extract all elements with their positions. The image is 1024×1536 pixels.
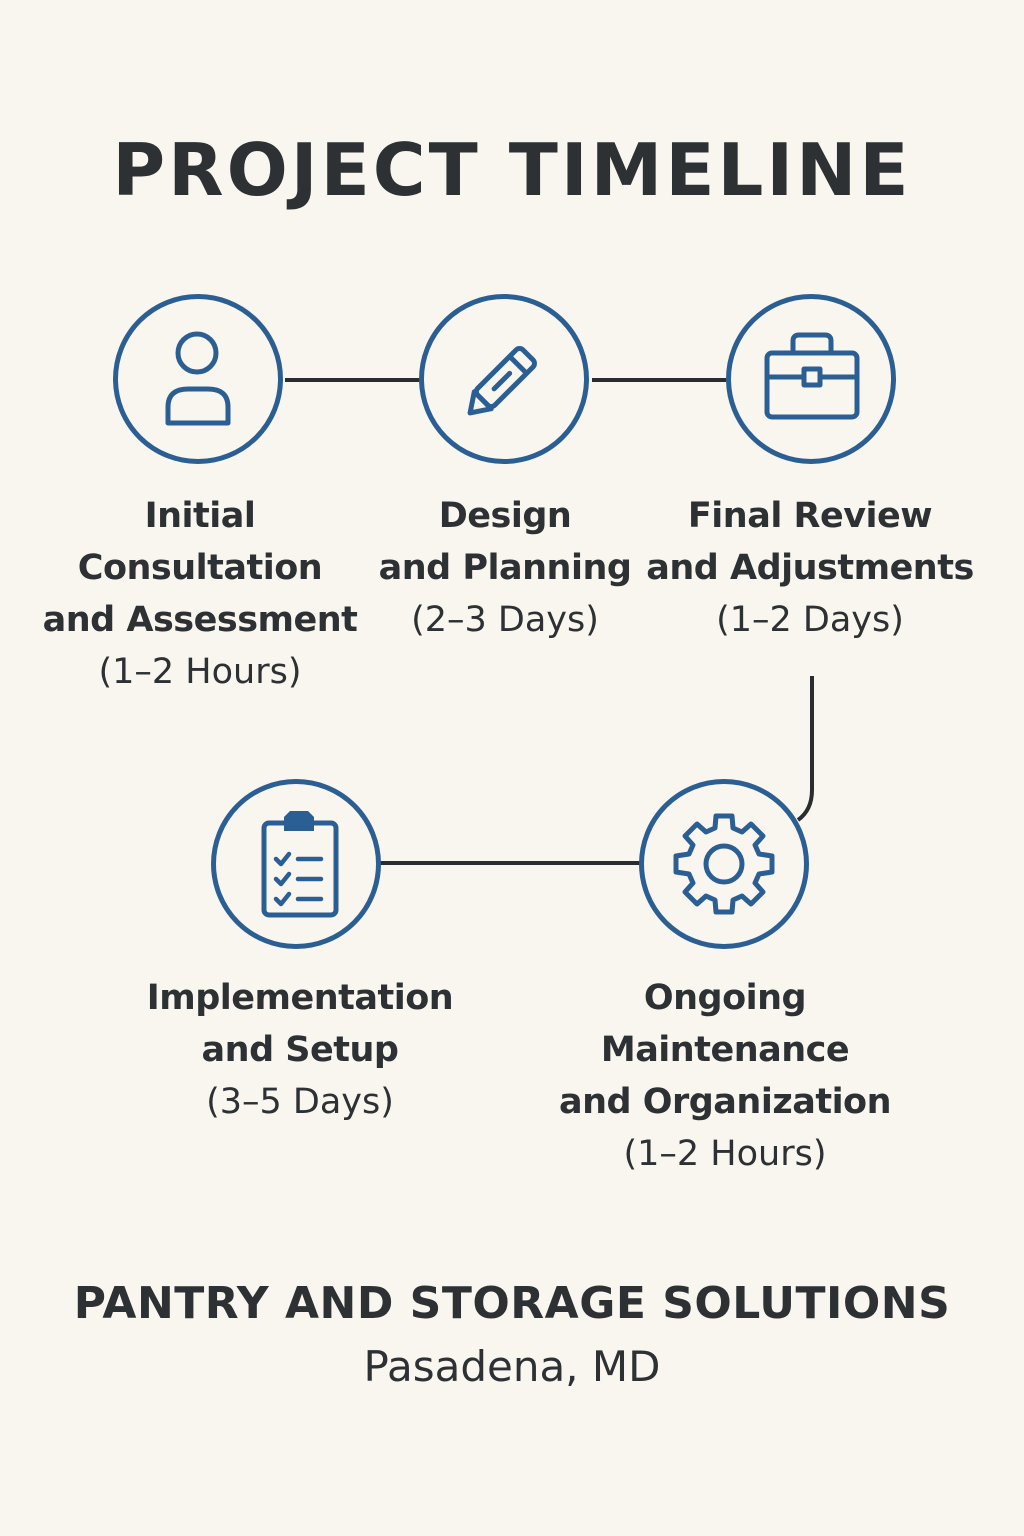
step-1-label: Initial Consultation and Assessment (1–2… xyxy=(20,490,380,698)
gear-icon xyxy=(673,813,775,915)
company-location: Pasadena, MD xyxy=(363,1342,661,1391)
connector-3-5 xyxy=(796,676,814,822)
step-5-duration: (1–2 Hours) xyxy=(623,1134,827,1174)
step-5-node xyxy=(639,779,809,949)
step-4-node xyxy=(211,779,381,949)
step-3-duration: (1–2 Days) xyxy=(716,600,904,640)
clipboard-checklist-icon xyxy=(261,811,339,918)
step-3-node xyxy=(726,294,896,464)
step-2-label: Design and Planning (2–3 Days) xyxy=(360,490,650,646)
step-1-name: Initial Consultation and Assessment xyxy=(42,496,358,640)
step-5-name: Ongoing Maintenance and Organization xyxy=(558,978,892,1122)
step-5-label: Ongoing Maintenance and Organization (1–… xyxy=(540,972,910,1180)
step-2-node xyxy=(419,294,589,464)
step-3-name: Final Review and Adjustments xyxy=(646,496,974,588)
pencil-icon xyxy=(467,346,537,416)
briefcase-icon xyxy=(764,332,860,420)
page-title: PROJECT TIMELINE xyxy=(112,128,912,212)
step-4-name: Implementation and Setup xyxy=(146,978,454,1070)
step-1-duration: (1–2 Hours) xyxy=(98,652,302,692)
step-4-label: Implementation and Setup (3–5 Days) xyxy=(130,972,470,1128)
company-name: PANTRY AND STORAGE SOLUTIONS xyxy=(73,1278,951,1329)
step-3-label: Final Review and Adjustments (1–2 Days) xyxy=(640,490,980,646)
step-4-duration: (3–5 Days) xyxy=(206,1082,394,1122)
step-1-node xyxy=(113,294,283,464)
person-icon xyxy=(165,331,231,426)
step-2-name: Design and Planning xyxy=(378,496,632,588)
step-2-duration: (2–3 Days) xyxy=(411,600,599,640)
